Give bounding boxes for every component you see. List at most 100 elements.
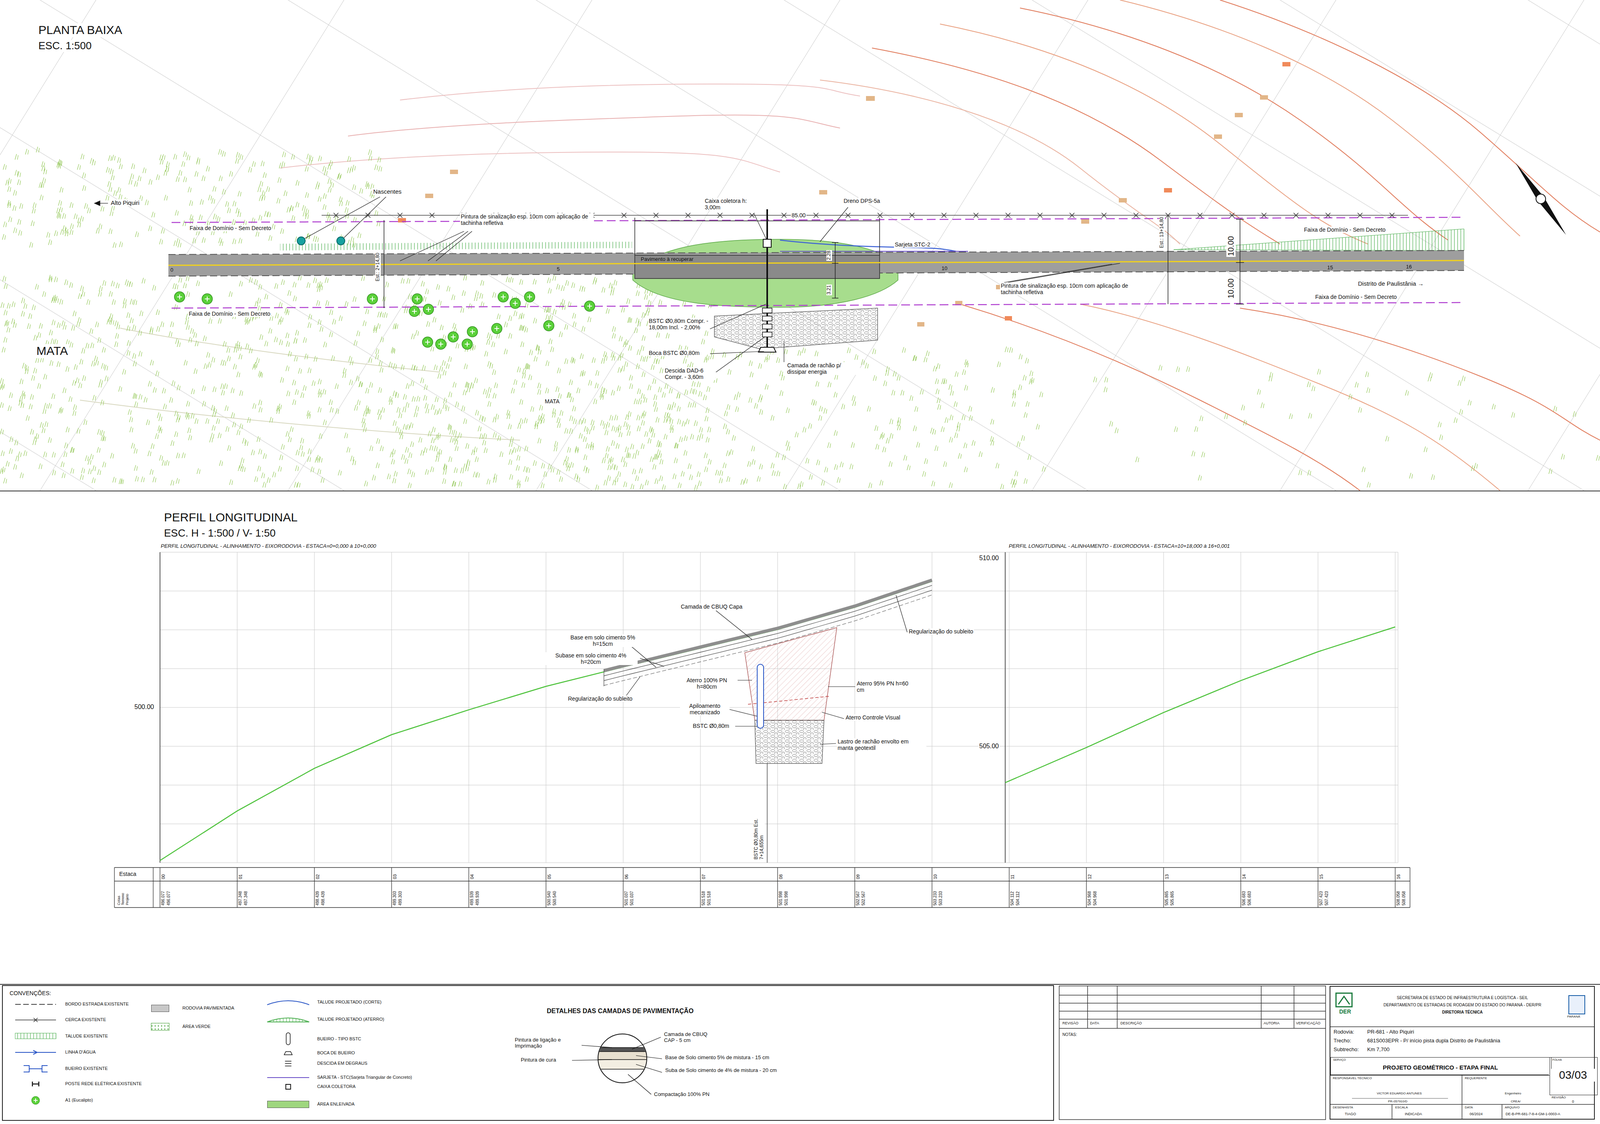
annotation-label: 12 <box>1087 873 1093 880</box>
legend-sample <box>15 1050 56 1054</box>
annotation-label: Base de Solo cimento 5% de mistura - 15 … <box>664 1054 770 1061</box>
title-block-cell: FOLHA03/03 <box>1549 1056 1598 1095</box>
legend-sample <box>15 1017 56 1022</box>
annotation-label: 500.540 <box>546 890 552 906</box>
annotation-label: 501.998 <box>784 890 789 906</box>
annotation-label: TIAGO <box>1344 1111 1357 1116</box>
annotation-label: 01 <box>238 873 244 880</box>
section-border <box>0 983 1600 985</box>
annotation-label: 507.423 <box>1324 890 1330 906</box>
annotation-label: DATA <box>1089 1020 1100 1025</box>
annotation-label: 05 <box>546 873 552 880</box>
tree-symbol <box>435 338 446 350</box>
annotation-label: Apiloamento mecanizado <box>680 702 730 716</box>
legend-text: SARJETA - STC(Sarjeta Triangular de Conc… <box>316 1074 413 1080</box>
legend-text: ÁREA VERDE <box>181 1023 212 1029</box>
annotation-label: ESC. 1:500 <box>37 40 93 52</box>
grid-line <box>0 0 1600 491</box>
riprap-bed <box>754 720 824 764</box>
annotation-label: ESCALA <box>1394 1105 1409 1109</box>
annotation-label: Pintura de cura <box>520 1056 557 1063</box>
annotation-label: 497.348 <box>238 890 243 906</box>
annotation-label: 09 <box>855 873 861 880</box>
node-text: 03/03 <box>1550 1068 1596 1082</box>
legend-swatch <box>267 1100 310 1108</box>
station-table <box>114 867 1410 908</box>
annotation-label: 15 <box>1318 873 1324 880</box>
title-block-cell: SERVIÇOPROJETO GEOMÉTRICO - ETAPA FINAL <box>1330 1056 1552 1076</box>
node-text: SERVIÇO <box>1332 1058 1347 1062</box>
tree-symbol <box>426 306 431 312</box>
riprap <box>714 308 878 349</box>
annotation-label: Dreno DPS-5a <box>842 197 881 204</box>
legend-sample <box>15 1032 56 1039</box>
tree-symbol <box>204 296 210 302</box>
annotation-label: Pintura de sinalização esp. 10cm com apl… <box>1000 282 1134 296</box>
legend-sample <box>286 1084 291 1089</box>
annotation-label: 08 <box>778 873 784 880</box>
tree-symbol <box>500 294 506 300</box>
tree-symbol <box>448 331 459 342</box>
annotation-label: REQUERENTE <box>1464 1076 1488 1080</box>
annotation-label: 496.077 <box>166 890 172 906</box>
annotation-label: 508.058 <box>1401 890 1407 906</box>
drain-line <box>780 240 956 252</box>
annotation-label: Engenheiro <box>1504 1091 1522 1095</box>
tree-symbol <box>414 296 420 302</box>
annotation-label: 499.303 <box>392 890 398 906</box>
annotation-label: PERFIL LONGITUDINAL <box>163 510 299 525</box>
leader-lines <box>94 196 1120 372</box>
stepped-chute <box>762 308 772 337</box>
annotation-label: Est.: 13+14,80 <box>1159 216 1165 249</box>
tree-symbol <box>370 296 375 302</box>
tree-symbol <box>546 323 552 328</box>
annotation-label: 03 <box>392 873 398 880</box>
road-edge <box>168 250 1464 255</box>
annotation-label: ARQUIVO <box>1504 1105 1521 1109</box>
annotation-label: NOTAS: <box>1061 1032 1078 1037</box>
annotation-label: 16 <box>1405 264 1413 270</box>
tree-symbol <box>498 291 509 302</box>
annotation-label: 14 <box>1241 873 1247 880</box>
annotation-label: PR-681 - Alto Piquiri <box>1366 1028 1415 1035</box>
annotation-label: Pavimento à recuperar <box>640 256 695 263</box>
legend-text: DESCIDA EM DEGRAUS <box>316 1060 368 1066</box>
node-text: DEPARTAMENTO DE ESTRADAS DE RODAGEM DO E… <box>1374 1002 1551 1008</box>
right-of-way-line <box>171 302 1464 308</box>
annotation-label: Trecho: <box>1332 1037 1352 1044</box>
annotation-label: BSTC Ø0,80m Est. 7+14,655m <box>753 814 765 860</box>
annotation-label: RESPONSÁVEL TÉCNICO <box>1332 1076 1373 1080</box>
annotation-label: 500.540 <box>552 890 558 906</box>
annotation-label: 5 <box>556 266 561 273</box>
annotation-label: BSTC Ø0,80m Compr. - 18,00m Incl. - 2,00… <box>648 317 710 331</box>
annotation-label: PLANTA BAIXA <box>37 23 124 38</box>
terrain-profile <box>160 581 932 861</box>
legend-text: BORDO ESTRADA EXISTENTE <box>64 1001 130 1007</box>
annotation-label: PARANÁ <box>1566 1014 1581 1018</box>
annotation-label: REVISÃO <box>1061 1020 1080 1025</box>
annotation-label: 499.939 <box>469 890 475 906</box>
legend-sample <box>33 1098 38 1102</box>
annotation-label: VICTOR EDUARDO ANTUNES <box>1376 1091 1423 1095</box>
node-text: PROJETO GEOMÉTRICO - ETAPA FINAL <box>1330 1063 1550 1071</box>
annotation-label: Faixa de Domínio - Sem Decreto <box>1314 293 1398 300</box>
legend-text: A1 (Eucalipto) <box>64 1097 94 1103</box>
legend-text: BUEIRO - TIPO BSTC <box>316 1036 362 1042</box>
tree-symbol <box>467 326 478 337</box>
legend-sample <box>285 1060 292 1066</box>
annotation-label: 504.112 <box>1015 890 1021 906</box>
tree-symbol <box>438 341 444 347</box>
legend-swatch <box>151 1004 170 1012</box>
legend-sample <box>32 1081 39 1086</box>
annotation-label: 0 <box>1571 1099 1575 1104</box>
right-of-way-line <box>171 217 1464 223</box>
annotation-label: PERFIL LONGITUDINAL - ALINHAMENTO - EIXO… <box>1008 543 1231 550</box>
coordinate-grid <box>0 0 1600 491</box>
tree-symbol <box>494 326 500 331</box>
annotation-label: 504.968 <box>1092 890 1098 906</box>
profile-border <box>160 552 1006 863</box>
culvert <box>766 209 768 352</box>
annotation-label: Camada de rachão p/ dissipar energia <box>786 362 860 375</box>
annotation-label: 0 <box>169 267 174 274</box>
